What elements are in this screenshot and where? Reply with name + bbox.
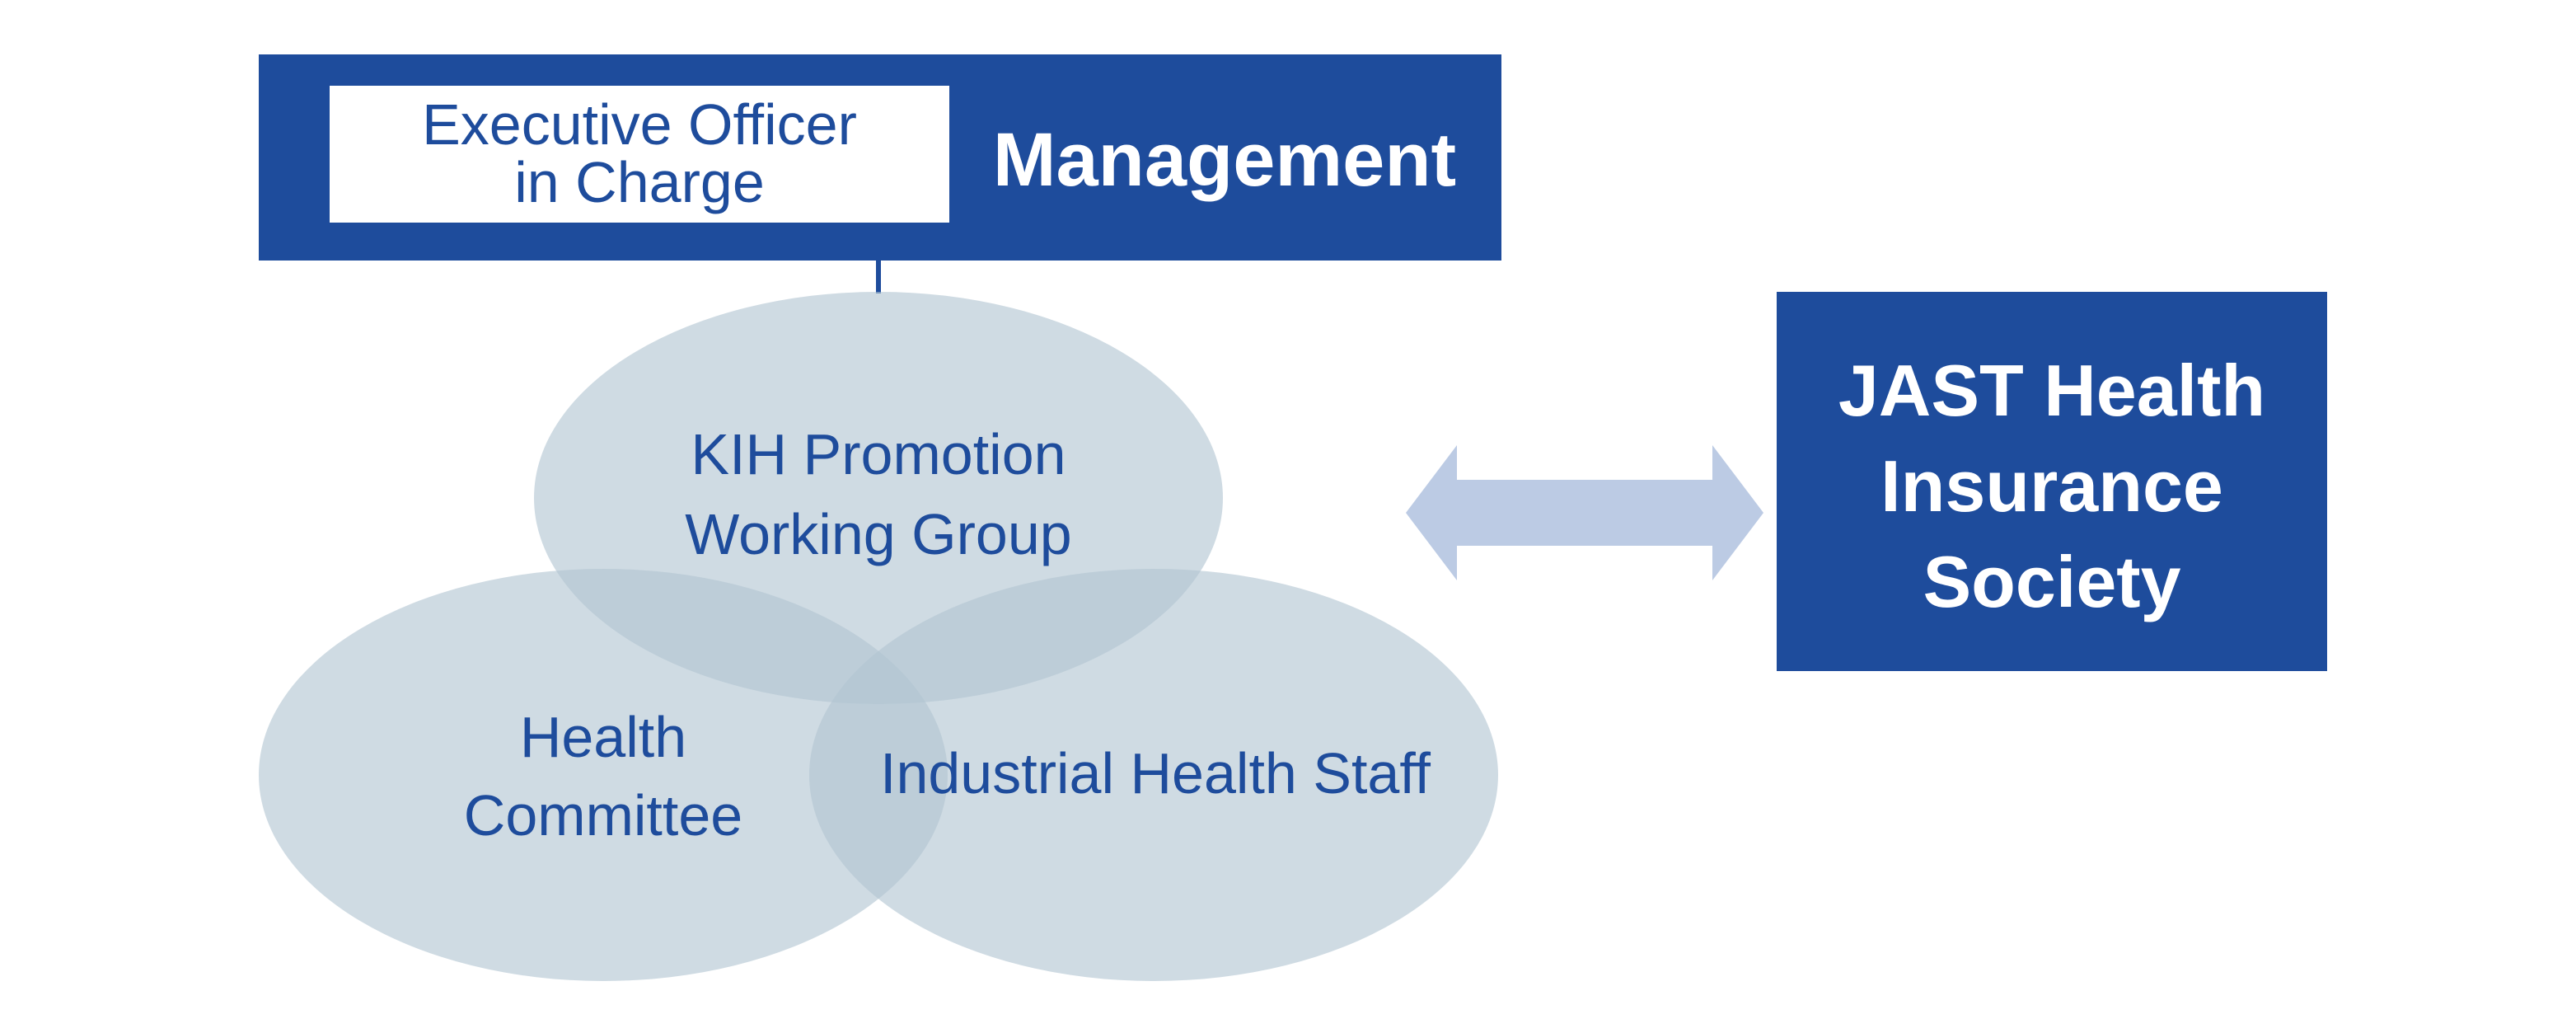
- jast-label-line1: JAST Health: [1838, 350, 2265, 431]
- health-committee-label-line1: Health: [520, 705, 686, 769]
- management-title: Management: [993, 118, 1456, 202]
- jast-label-line2: Insurance: [1880, 445, 2223, 527]
- management-box: Executive Officer in Charge Management: [259, 54, 1501, 261]
- executive-officer-box: [330, 86, 949, 223]
- venn-group: [259, 292, 1498, 981]
- industrial-health-staff-label: Industrial Health Staff: [880, 741, 1431, 805]
- health-committee-label-line2: Committee: [464, 783, 742, 848]
- jast-label-line3: Society: [1923, 541, 2180, 622]
- kih-promotion-label-line1: KIH Promotion: [691, 422, 1066, 486]
- kih-promotion-label-line2: Working Group: [685, 502, 1071, 566]
- executive-officer-line1: Executive Officer: [422, 92, 857, 157]
- industrial-health-ellipse: [809, 569, 1498, 981]
- executive-officer-line2: in Charge: [514, 150, 765, 214]
- double-arrow-icon: [1406, 445, 1763, 580]
- jast-box: JAST Health Insurance Society: [1777, 292, 2327, 671]
- jast-box-background: [1777, 292, 2327, 671]
- health-committee-ellipse: [259, 569, 948, 981]
